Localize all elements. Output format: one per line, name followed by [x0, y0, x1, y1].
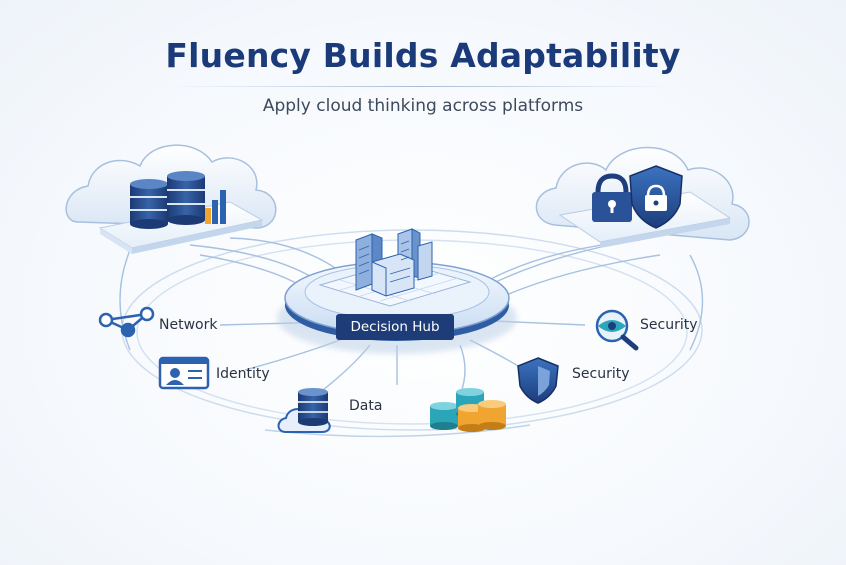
eye-magnifier-icon: [595, 309, 639, 351]
identity-label: Identity: [216, 366, 270, 382]
security-label-shield: Security: [572, 366, 630, 382]
database-stacks-icon: [430, 388, 506, 432]
decision-hub-label: Decision Hub: [336, 314, 454, 340]
database-cloud-icon: [277, 388, 331, 433]
network-label: Network: [159, 317, 218, 333]
data-cloud: [65, 144, 277, 254]
data-label: Data: [349, 398, 383, 414]
title-divider: [170, 86, 670, 87]
network-nodes-icon: [98, 306, 155, 338]
shield-icon: [517, 357, 559, 404]
security-label-eye: Security: [640, 317, 698, 333]
page-title: Fluency Builds Adaptability: [165, 36, 681, 75]
city-buildings-icon: [355, 228, 433, 297]
page-subtitle: Apply cloud thinking across platforms: [262, 96, 584, 116]
database-chart-icon: [130, 171, 226, 229]
lock-shield-icon: [592, 165, 683, 229]
security-cloud: [535, 146, 750, 248]
id-card-icon: [158, 356, 210, 390]
